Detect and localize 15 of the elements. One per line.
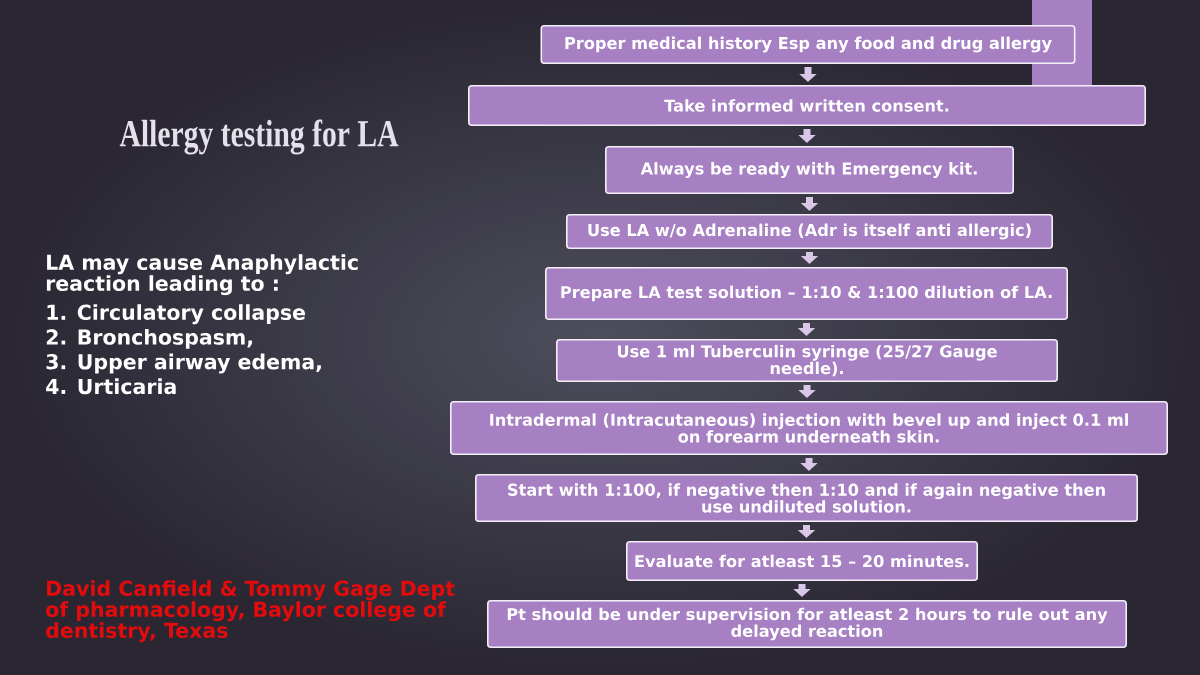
title: Allergy testing for LA (119, 119, 399, 155)
process-box: Evaluate for atleast 15 – 20 minutes. (626, 541, 978, 581)
list-item: 1. Circulatory collapse (47, 304, 305, 325)
process-box: Intradermal (Intracutaneous) injection with bevel up and inject 0.1 ml on forearm underneath skin. (450, 401, 1168, 455)
intro-text: LA may cause Anaphylactic reaction leading to : (46, 254, 358, 296)
list-item: 3. Upper airway edema, (46, 353, 321, 374)
list-item: 2. Bronchospasm, (46, 328, 252, 349)
process-box: Always be ready with Emergency kit. (605, 146, 1014, 194)
process-box: Use 1 ml Tuberculin syringe (25/27 Gauge needle). (556, 339, 1058, 382)
process-box: Start with 1:100, if negative then 1:10 and if again negative then use undiluted solution. (475, 474, 1138, 522)
list-item: 4. Urticaria (46, 378, 176, 395)
process-box: Prepare LA test solution – 1:10 & 1:100 dilution of LA. (545, 267, 1068, 320)
citation-text: David Canfield & Tommy Gage Dept of pharmacology, Baylor college of dentistry, Texas (46, 580, 455, 643)
process-box: Pt should be under supervision for atleast 2 hours to rule out any delayed reaction (487, 600, 1127, 648)
process-box: Use LA w/o Adrenaline (Adr is itself anti allergic) (566, 214, 1053, 249)
